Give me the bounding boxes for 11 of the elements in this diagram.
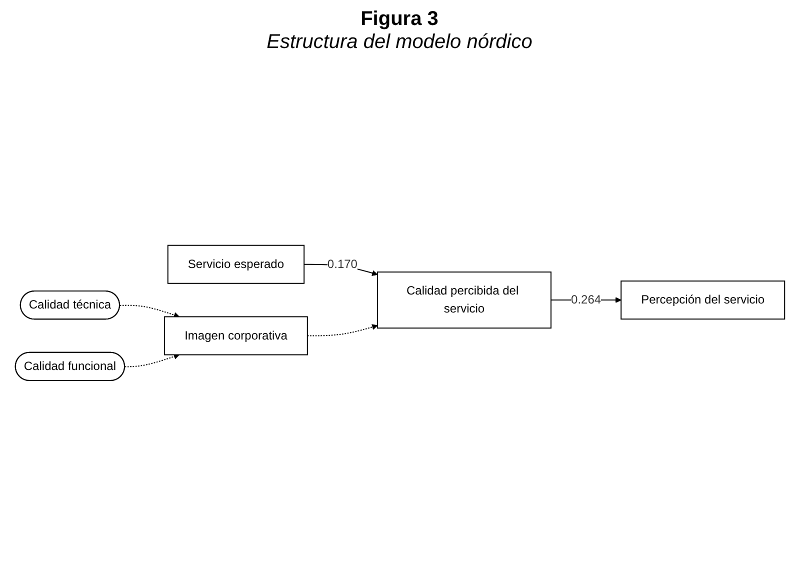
edge-label: 0.170	[326, 257, 357, 271]
arrow	[118, 304, 180, 318]
figure-title: Figura 3	[360, 8, 438, 31]
node-box: Servicio esperado	[166, 244, 304, 284]
node-box: Imagen corporativa	[164, 316, 308, 356]
node-box: Calidad percibida del servicio	[376, 272, 551, 329]
arrow	[306, 324, 378, 336]
figure-subtitle: Estructura del modelo nórdico	[266, 31, 532, 54]
edge-label: 0.264	[570, 293, 601, 306]
arrow	[124, 354, 180, 368]
node-box: Percepción del servicio	[620, 280, 785, 320]
